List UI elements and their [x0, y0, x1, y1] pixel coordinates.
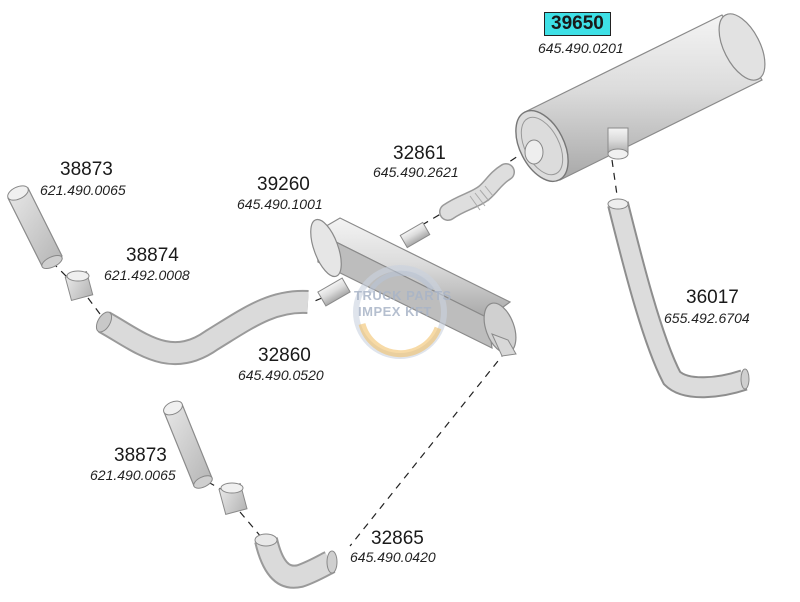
- part-code-32865: 645.490.0420: [350, 549, 436, 565]
- part-38873-pipe-lower[interactable]: [161, 398, 214, 490]
- part-code-32860: 645.490.0520: [238, 367, 324, 383]
- part-code-38873-upper: 621.490.0065: [40, 182, 126, 198]
- part-38874-coupler-upper[interactable]: [64, 270, 94, 302]
- part-38873-pipe-upper[interactable]: [5, 183, 64, 271]
- part-number-38873-upper[interactable]: 38873: [60, 159, 113, 180]
- part-number-32865[interactable]: 32865: [371, 528, 424, 549]
- part-code-38874-upper: 621.492.0008: [104, 267, 190, 283]
- part-number-32860[interactable]: 32860: [258, 345, 311, 366]
- watermark-logo: TRUCK PARTS IMPEX KFT: [350, 262, 452, 362]
- part-32865-elbow[interactable]: [254, 533, 338, 589]
- part-code-32861: 645.490.2621: [373, 164, 459, 180]
- part-38874-coupler-lower[interactable]: [218, 482, 248, 516]
- part-number-36017[interactable]: 36017: [686, 287, 739, 308]
- part-39650-muffler[interactable]: [505, 7, 774, 190]
- part-32861-flex-pipe[interactable]: [439, 163, 515, 221]
- part-number-39650[interactable]: 39650: [544, 12, 611, 36]
- watermark-emblem-icon: [353, 265, 447, 359]
- part-code-36017: 655.492.6704: [664, 310, 750, 326]
- watermark-line1: TRUCK PARTS: [354, 288, 452, 303]
- part-32860-pipe[interactable]: [93, 289, 309, 366]
- part-number-38873-lower[interactable]: 38873: [114, 445, 167, 466]
- part-36017-pipe[interactable]: [607, 198, 750, 399]
- part-number-39260[interactable]: 39260: [257, 174, 310, 195]
- part-code-39260: 645.490.1001: [237, 196, 323, 212]
- part-code-38873-lower: 621.490.0065: [90, 467, 176, 483]
- watermark-line2: IMPEX KFT: [358, 304, 432, 319]
- part-number-38874-upper[interactable]: 38874: [126, 245, 179, 266]
- part-code-39650: 645.490.0201: [538, 40, 624, 56]
- part-number-32861[interactable]: 32861: [393, 143, 446, 164]
